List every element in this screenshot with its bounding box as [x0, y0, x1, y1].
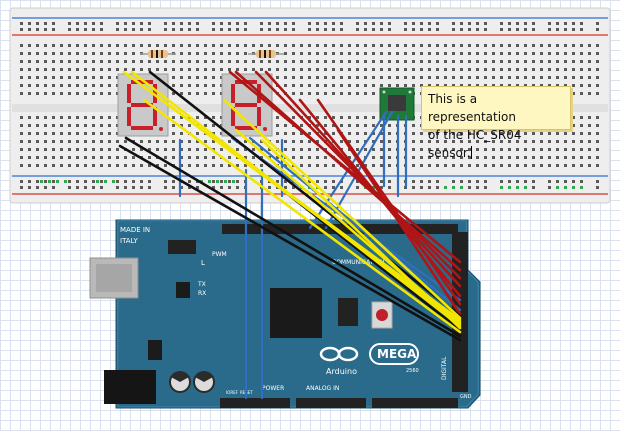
sensor-note[interactable]: This is a representation of the HC_SR04 … — [421, 86, 571, 160]
wire-red — [234, 70, 462, 272]
logo-text: Arduino — [326, 367, 357, 376]
made-in-label: MADE IN — [120, 226, 150, 234]
note-line-1: This is a representation — [428, 92, 517, 124]
ioref-label: IOREF — [226, 390, 239, 395]
note-line-2: of the HC_SR04 sensor. — [428, 126, 564, 162]
wire-yellow — [160, 98, 462, 322]
wires — [118, 70, 462, 400]
text-cursor — [471, 146, 473, 159]
wire-yellow — [222, 98, 462, 320]
gnd-label: GND — [460, 394, 472, 400]
resistor — [140, 50, 176, 58]
model-label: MEGA — [377, 347, 417, 361]
wire-black — [124, 136, 462, 338]
analog-in-label: ANALOG IN — [306, 385, 339, 392]
power-label: POWER — [262, 385, 284, 392]
model-suffix: 2560 — [406, 368, 419, 374]
wire-yellow — [260, 138, 462, 330]
pwm-label: PWM — [212, 251, 227, 258]
wire-blue — [248, 136, 462, 312]
resistor — [248, 50, 284, 58]
wire-red — [298, 98, 462, 298]
digital-label: DIGITAL — [441, 356, 448, 380]
communication-label: COMMUNICATION — [332, 259, 384, 266]
arduino-logo — [319, 343, 419, 365]
led-label-tx: TX — [197, 281, 206, 288]
wire-black — [148, 70, 462, 318]
country-label: ITALY — [120, 237, 139, 245]
wire-red — [336, 128, 462, 316]
wire-black — [118, 144, 462, 342]
seven-segment-display — [117, 73, 169, 137]
led-label-rx: RX — [198, 290, 206, 297]
hc-sr04-sensor — [379, 87, 415, 121]
led-label-l: L — [201, 259, 205, 267]
wire-yellow — [142, 98, 462, 334]
note-line-2-text: of the HC_SR04 sensor. — [428, 128, 522, 160]
